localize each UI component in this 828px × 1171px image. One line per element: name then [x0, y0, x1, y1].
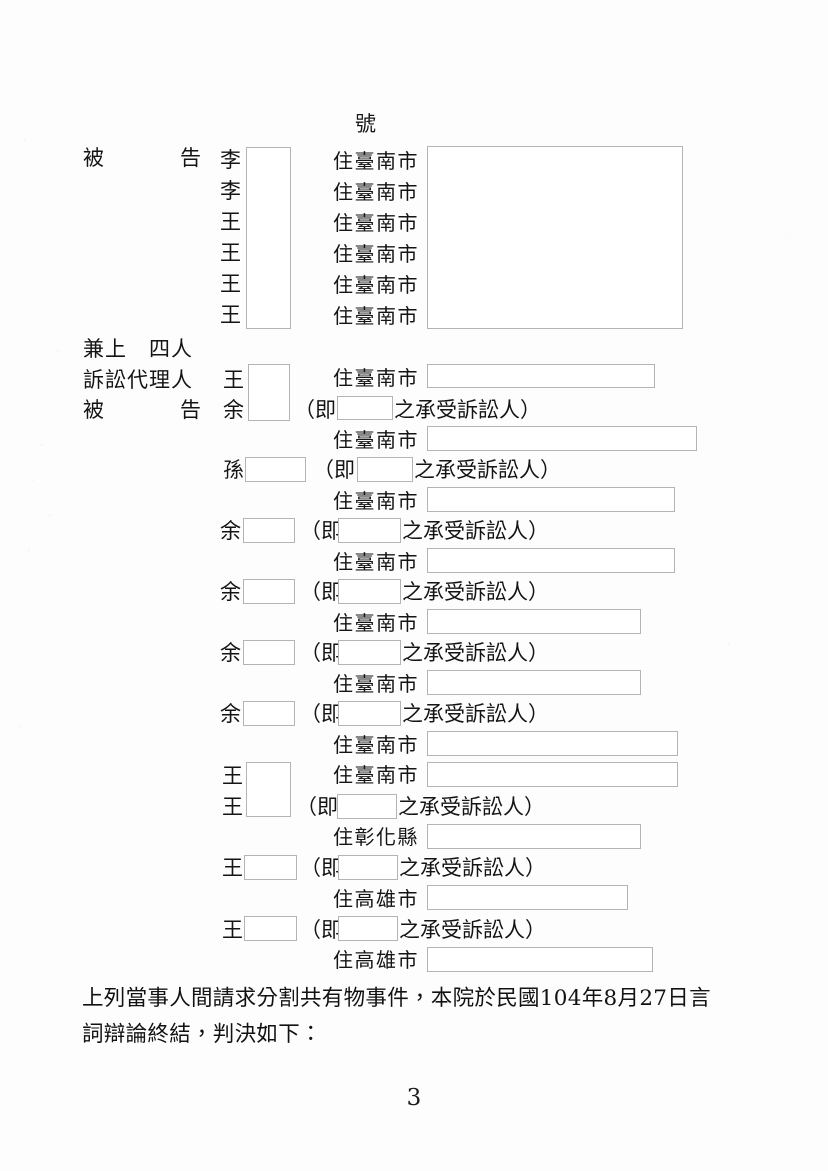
successor-open-row-3: （即 — [300, 519, 342, 543]
redaction-box-names-top — [246, 147, 291, 329]
redaction-box-successor-row-4 — [338, 579, 401, 604]
redaction-box-addresses-top — [427, 146, 683, 329]
successor-close-agent: 之承受訴訟人） — [394, 398, 541, 422]
closing-paragraph: 上列當事人間請求分割共有物事件，本院於民國104年8月27日言 詞辯論終結，判決… — [82, 981, 742, 1053]
redaction-box-address-agent — [427, 364, 655, 388]
address-prefix-row-8: 住彰化縣 — [333, 825, 419, 849]
redaction-box-name-row-4 — [243, 579, 295, 604]
successor-close-row-5: 之承受訴訟人） — [402, 641, 549, 665]
role-label-char-2: 告 — [180, 146, 201, 170]
surname-top-1: 李 — [220, 148, 241, 172]
redaction-box-address-row-1 — [427, 426, 697, 451]
surname-row-2: 孫 — [223, 458, 244, 482]
redaction-box-name-agent — [248, 364, 290, 421]
redaction-box-address-row-9 — [427, 885, 628, 910]
address-prefix-row-9: 住高雄市 — [333, 887, 419, 911]
address-prefix-row-4: 住臺南市 — [333, 611, 419, 635]
closing-line-1: 上列當事人間請求分割共有物事件，本院於民國104年8月27日言 — [82, 986, 711, 1011]
address-prefix-row-6: 住臺南市 — [333, 733, 419, 757]
redaction-box-name-row-6 — [243, 701, 295, 726]
successor-open-row-9: （即 — [300, 918, 342, 942]
address-prefix-top-2: 住臺南市 — [333, 180, 419, 204]
successor-open-row-4: （即 — [300, 580, 342, 604]
successor-close-row-6: 之承受訴訟人） — [402, 702, 549, 726]
surname-agent: 王 — [223, 368, 244, 392]
redaction-box-name-row-8 — [244, 855, 297, 880]
role-label-char-1: 被 — [83, 146, 104, 170]
label-plus-above-four: 兼上 四人 — [83, 337, 193, 361]
successor-open-row-8: （即 — [300, 856, 342, 880]
successor-close-row-9: 之承受訴訟人） — [399, 918, 546, 942]
redaction-box-name-row-2 — [245, 457, 306, 482]
role-label-defendant-top: 被 告 — [83, 148, 201, 169]
surname-row-7-b: 王 — [222, 795, 243, 819]
successor-close-row-4: 之承受訴訟人） — [402, 580, 549, 604]
successor-close-row-8: 之承受訴訟人） — [399, 856, 546, 880]
address-prefix-agent: 住臺南市 — [333, 366, 419, 390]
address-prefix-top-3: 住臺南市 — [333, 211, 419, 235]
redaction-box-address-row-8 — [427, 824, 641, 849]
redaction-box-address-row-2 — [427, 487, 675, 512]
successor-close-row-3: 之承受訴訟人） — [402, 519, 549, 543]
successor-open-row-2: （即 — [313, 458, 355, 482]
surname-row-5: 余 — [220, 641, 241, 665]
surname-row-3: 余 — [220, 519, 241, 543]
redaction-box-name-row-9 — [244, 916, 297, 941]
redaction-box-successor-row-7 — [337, 794, 397, 819]
page-number: 3 — [406, 1085, 422, 1111]
surname-top-6: 王 — [220, 303, 241, 327]
label-litigation-agent: 訴訟代理人 — [83, 368, 193, 392]
address-prefix-row-7: 住臺南市 — [333, 763, 419, 787]
successor-open-agent: （即 — [294, 398, 336, 422]
successor-open-row-5: （即 — [300, 641, 342, 665]
address-prefix-row-2: 住臺南市 — [333, 489, 419, 513]
redaction-box-name-row-5 — [243, 640, 295, 665]
address-prefix-row-3: 住臺南市 — [333, 550, 419, 574]
redaction-box-successor-row-5 — [338, 640, 401, 665]
successor-close-row-7: 之承受訴訟人） — [398, 795, 545, 819]
address-prefix-top-5: 住臺南市 — [333, 273, 419, 297]
address-prefix-row-10: 住高雄市 — [333, 948, 419, 972]
redaction-box-address-row-10 — [427, 947, 653, 972]
surname-top-5: 王 — [220, 272, 241, 296]
redaction-box-address-row-7 — [427, 762, 678, 787]
address-prefix-top-4: 住臺南市 — [333, 242, 419, 266]
role-label-agent-char-1: 被 — [83, 398, 104, 422]
address-prefix-top-1: 住臺南市 — [333, 149, 419, 173]
redaction-box-successor-agent — [337, 396, 393, 420]
surname-row-9: 王 — [222, 918, 243, 942]
surname-row-4: 余 — [220, 580, 241, 604]
successor-close-row-2: 之承受訴訟人） — [414, 458, 561, 482]
surname-row-6: 余 — [220, 702, 241, 726]
redaction-box-successor-row-3 — [338, 518, 401, 543]
surname-defendant-agent: 余 — [223, 398, 244, 422]
surname-top-3: 王 — [220, 210, 241, 234]
address-prefix-top-6: 住臺南市 — [333, 304, 419, 328]
surname-top-2: 李 — [220, 179, 241, 203]
redaction-box-name-row-7 — [246, 762, 291, 817]
redaction-box-address-row-3 — [427, 548, 675, 573]
surname-row-8: 王 — [222, 856, 243, 880]
successor-open-row-6: （即 — [300, 702, 342, 726]
role-label-defendant-agent: 被 告 — [83, 400, 201, 421]
hao-marker: 號 — [355, 112, 376, 136]
redaction-box-successor-row-8 — [338, 855, 398, 880]
redaction-box-address-row-4 — [427, 609, 641, 634]
address-prefix-row-5: 住臺南市 — [333, 672, 419, 696]
successor-open-row-7: （即 — [296, 795, 338, 819]
redaction-box-name-row-3 — [243, 518, 295, 543]
redaction-box-address-row-5 — [427, 670, 641, 695]
redaction-box-successor-row-9 — [338, 916, 398, 941]
role-label-agent-char-2: 告 — [180, 398, 201, 422]
address-prefix-row-1: 住臺南市 — [333, 428, 419, 452]
redaction-box-address-row-6 — [427, 731, 678, 756]
redaction-box-successor-row-6 — [338, 701, 401, 726]
redaction-box-successor-row-2 — [357, 457, 413, 482]
closing-line-2: 詞辯論終結，判決如下： — [82, 1022, 322, 1047]
surname-row-7-a: 王 — [222, 764, 243, 788]
surname-top-4: 王 — [220, 241, 241, 265]
